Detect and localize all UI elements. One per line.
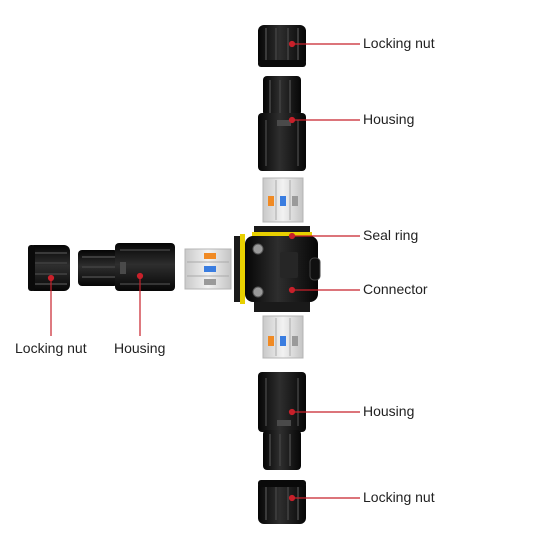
terminal-top xyxy=(262,177,304,223)
leader-dot-seal-ring xyxy=(288,232,296,240)
label-housing-bottom: Housing xyxy=(363,403,415,419)
housing-top xyxy=(258,76,306,171)
label-housing-left: Housing xyxy=(114,340,166,356)
leader-dot-connector xyxy=(288,286,296,294)
label-locking-nut-top: Locking nut xyxy=(363,35,435,51)
leader-dot-housing-top xyxy=(288,116,296,124)
connector-body xyxy=(234,226,321,312)
label-housing-top: Housing xyxy=(363,111,415,127)
label-locking-nut-left: Locking nut xyxy=(15,340,87,356)
terminal-bottom xyxy=(262,315,304,359)
leader-lines xyxy=(47,40,360,502)
leader-dot-locking-nut-top xyxy=(288,40,296,48)
housing-bottom xyxy=(258,372,306,470)
leader-dot-housing-left xyxy=(136,272,144,280)
leader-dot-locking-nut-left xyxy=(47,274,55,282)
leader-dot-locking-nut-bottom xyxy=(288,494,296,502)
housing-left xyxy=(78,243,175,291)
leader-dot-housing-bottom xyxy=(288,408,296,416)
terminal-left xyxy=(184,248,232,290)
label-seal-ring: Seal ring xyxy=(363,227,419,243)
label-locking-nut-bottom: Locking nut xyxy=(363,489,435,505)
locking-nut-left xyxy=(28,245,70,291)
label-connector: Connector xyxy=(363,281,428,297)
locking-nut-bottom xyxy=(258,480,306,524)
locking-nut-top xyxy=(258,25,306,67)
